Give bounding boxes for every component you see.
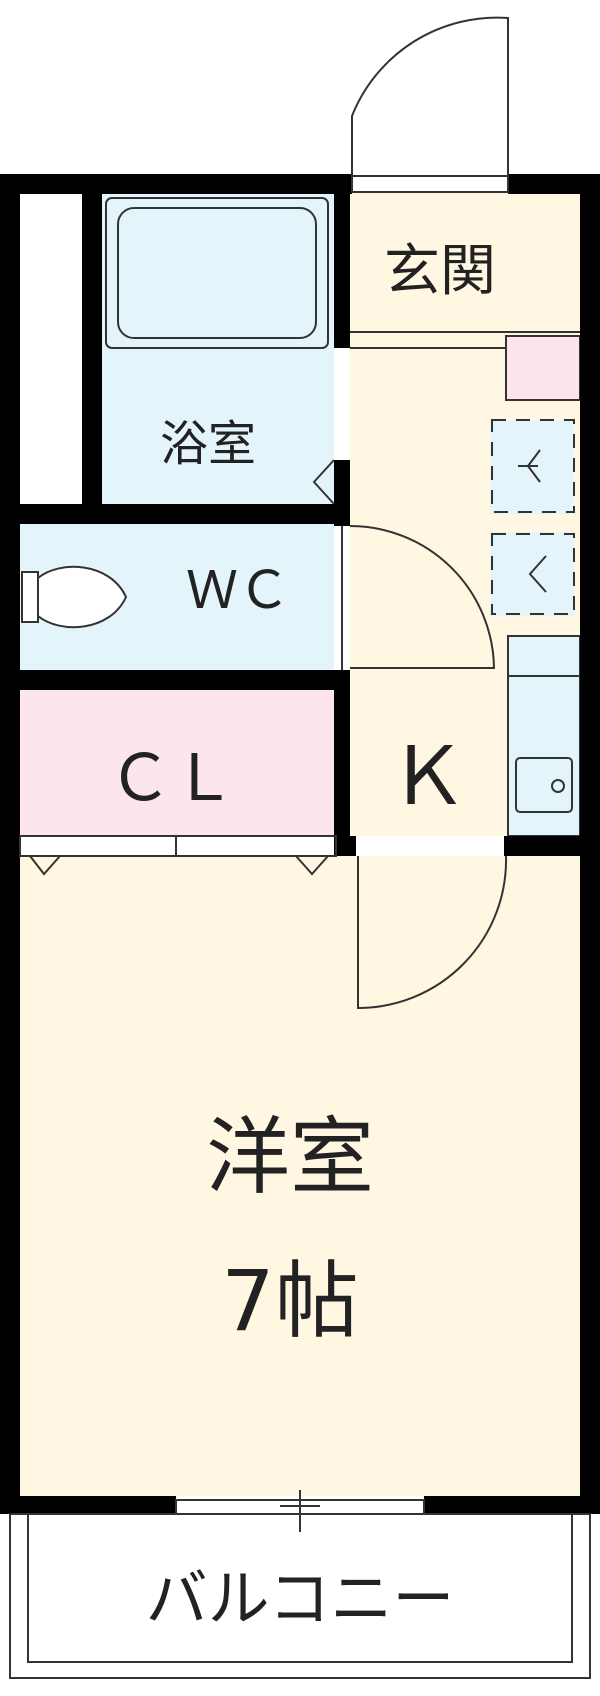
bathtub xyxy=(105,197,329,349)
burner-1-mark xyxy=(518,449,541,483)
left-storage-strip xyxy=(20,192,82,504)
counter-top xyxy=(507,635,581,837)
balcony-label: バルコニー xyxy=(146,1562,455,1635)
wall-bath-kitchen-upper xyxy=(334,194,350,348)
wall-top-right xyxy=(508,174,600,194)
toilet-tank xyxy=(21,571,39,623)
wall-closet-kitchen xyxy=(334,670,350,856)
stove-icons xyxy=(491,419,575,615)
wc-label: ＷＣ xyxy=(186,561,290,621)
entrance-door-swing xyxy=(351,16,509,176)
thin-lines xyxy=(9,197,591,1679)
bath-door-hinge xyxy=(312,459,335,505)
western-room-label: 洋室 xyxy=(206,1108,374,1206)
wall-kitchen-western-left xyxy=(334,836,356,856)
burner-1-outline xyxy=(491,419,575,513)
wall-bottom-left xyxy=(0,1496,176,1514)
sink-drain xyxy=(551,779,565,793)
stove-burner-2 xyxy=(490,532,574,616)
wall-bottom-right xyxy=(424,1496,600,1514)
shoe-box xyxy=(505,335,581,401)
toilet-icon xyxy=(21,565,128,629)
burner-2-outline xyxy=(491,533,575,615)
western-room-size: 7帖 xyxy=(221,1252,358,1350)
entrance-label: 玄関 xyxy=(384,239,496,304)
wall-bath-wc xyxy=(20,504,350,524)
closet-fill xyxy=(20,690,334,836)
wc-door-swing xyxy=(349,525,496,669)
wall-kitchen-western-right xyxy=(504,836,580,856)
wall-right xyxy=(580,174,600,1514)
kitchen-label: Ｋ xyxy=(388,730,468,823)
walls xyxy=(0,174,600,1514)
doors xyxy=(341,16,509,1010)
closet-door-hinge-left xyxy=(29,855,61,876)
entrance-fill xyxy=(350,192,580,332)
entrance-threshold xyxy=(351,175,509,193)
wall-top-left xyxy=(0,174,352,194)
wall-storage-bath xyxy=(82,194,102,506)
wall-wc-closet xyxy=(20,670,350,690)
labels: 玄関 浴室 ＷＣ ＣＬ Ｋ 洋室 7帖 バルコニー xyxy=(108,239,496,1635)
western-room-fill xyxy=(20,856,580,1496)
closet-label: ＣＬ xyxy=(108,742,236,816)
bathtub-inner xyxy=(117,207,317,339)
western-door-swing xyxy=(357,855,508,1010)
closet-door-track xyxy=(19,835,337,857)
burner-2-mark xyxy=(528,555,547,593)
bath-label: 浴室 xyxy=(160,416,256,472)
wall-left xyxy=(0,174,20,1514)
closet-door-hinge-right xyxy=(295,855,329,876)
sink xyxy=(515,757,573,813)
toilet-bowl xyxy=(37,565,128,629)
